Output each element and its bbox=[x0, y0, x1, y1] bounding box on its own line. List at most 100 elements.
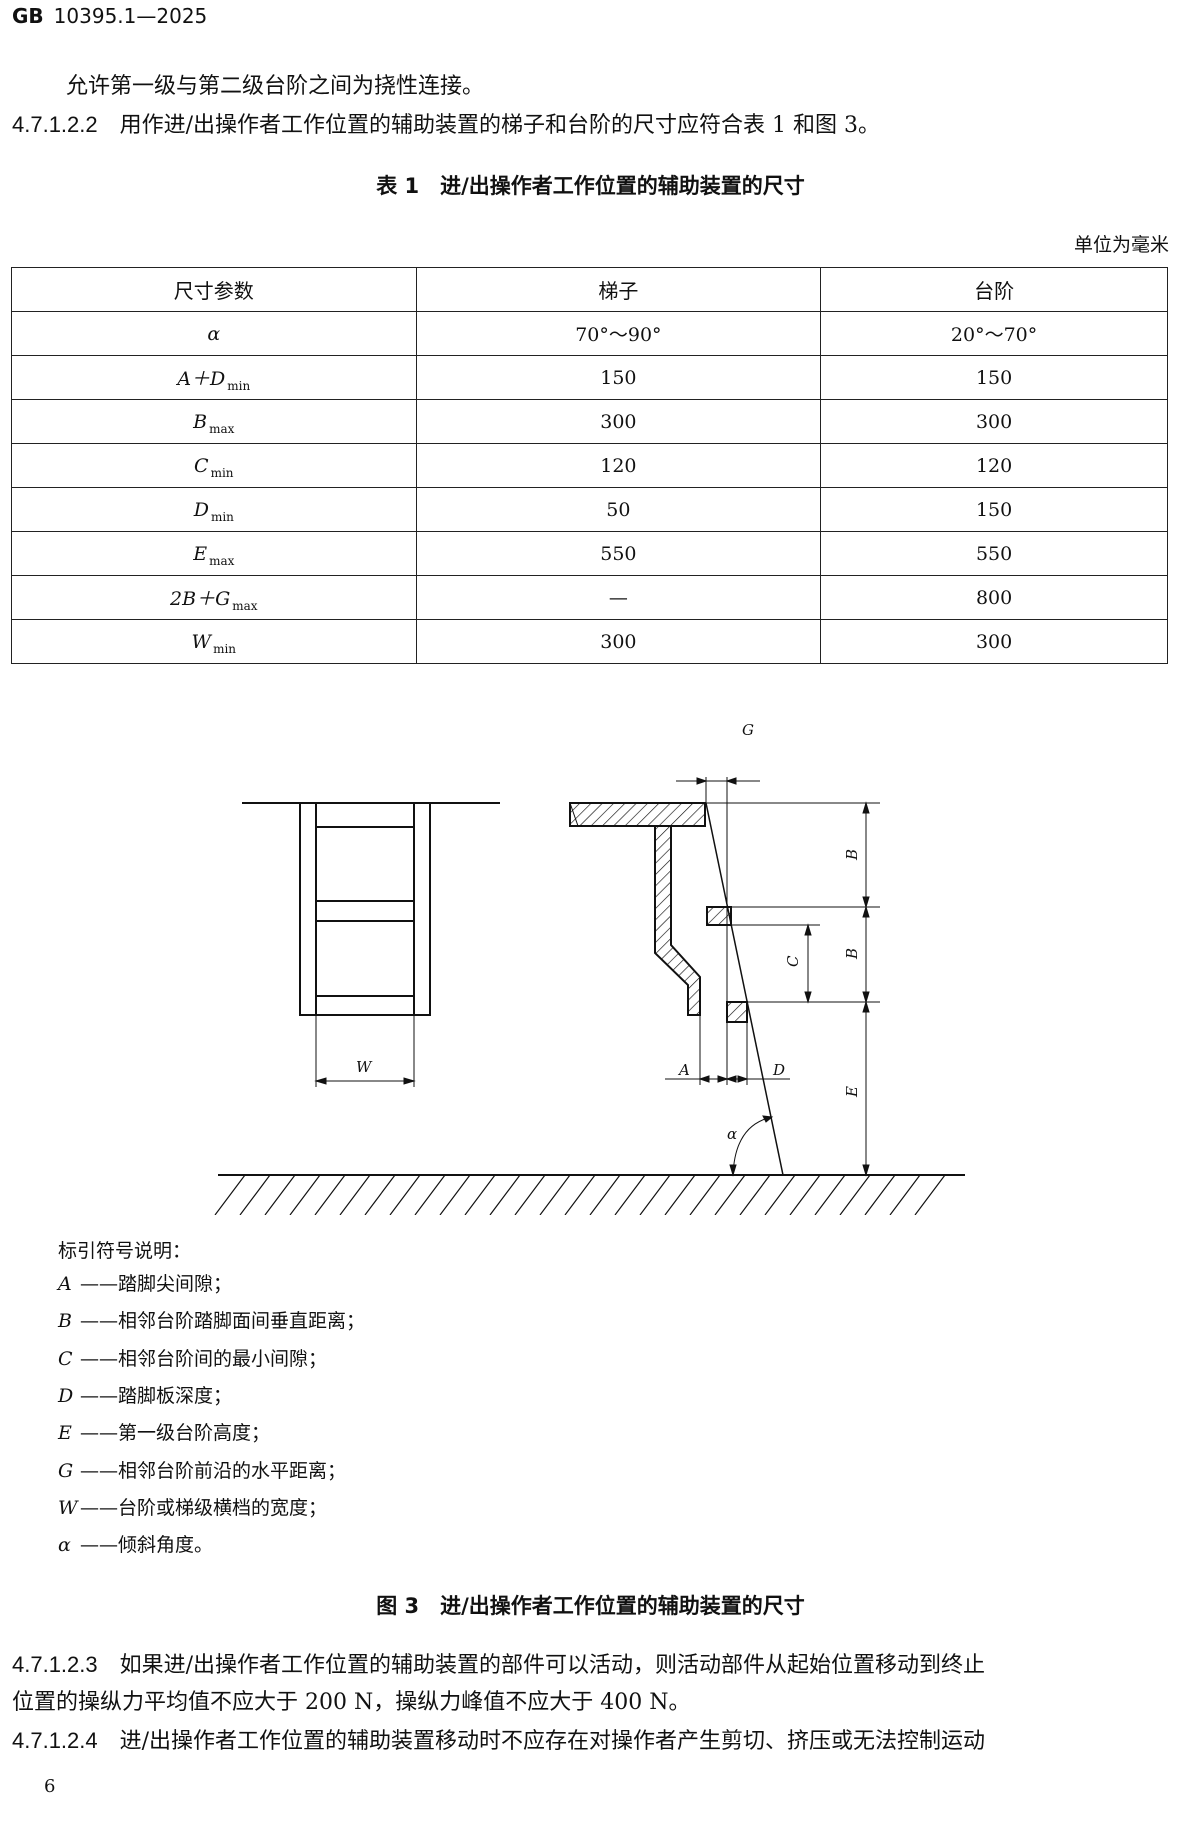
header-param: 尺寸参数 bbox=[11, 267, 417, 312]
dimension-a-d bbox=[665, 1015, 790, 1085]
param-symbol: 2B＋G bbox=[170, 588, 231, 610]
legend-key: E bbox=[58, 1422, 72, 1445]
ground-hatch-line bbox=[764, 1174, 796, 1215]
clause-number: 4.7.1.2.4 bbox=[12, 1728, 98, 1753]
cell-ladder: 70°～90° bbox=[415, 311, 822, 356]
clause-text: 用作进/出操作者工作位置的辅助装置的梯子和台阶的尺寸应符合表 1 和图 3。 bbox=[119, 113, 881, 138]
cell-ladder: 120 bbox=[415, 443, 822, 488]
cell-step: 550 bbox=[820, 531, 1168, 576]
header-step: 台阶 bbox=[820, 267, 1168, 312]
standard-header: GB 10395.1—2025 bbox=[12, 4, 207, 28]
param-symbol: E bbox=[193, 542, 208, 565]
figure-3-drawing: G B B C E A D α W bbox=[214, 721, 965, 1215]
ground-hatch-line bbox=[239, 1174, 271, 1215]
ground-hatch-line bbox=[839, 1174, 871, 1215]
ground-hatch-line bbox=[739, 1174, 771, 1215]
param-symbol: C bbox=[194, 454, 209, 477]
dimension-c bbox=[731, 923, 820, 1004]
dimension-w bbox=[314, 1015, 416, 1087]
table-caption: 表 1 进/出操作者工作位置的辅助装置的尺寸 bbox=[376, 174, 805, 198]
table-header-row: 尺寸参数 梯子 台阶 bbox=[11, 267, 1168, 312]
label-d: D bbox=[772, 1061, 785, 1079]
clause-number: 4.7.1.2.3 bbox=[12, 1652, 98, 1677]
legend-item: G ——相邻台阶前沿的水平距离； bbox=[58, 1459, 346, 1483]
ground-hatch-line bbox=[439, 1174, 471, 1215]
ground-hatch-line bbox=[614, 1174, 646, 1215]
standard-prefix: GB bbox=[12, 4, 44, 28]
ground-hatch-line bbox=[214, 1174, 246, 1215]
param-subscript: max bbox=[209, 421, 235, 436]
legend-item: α——倾斜角度。 bbox=[58, 1533, 213, 1557]
cell-step: 150 bbox=[820, 355, 1168, 400]
table-unit: 单位为毫米 bbox=[1073, 234, 1169, 256]
param-subscript: min bbox=[227, 379, 251, 393]
ground-hatch-line bbox=[814, 1174, 846, 1215]
legend-key: G bbox=[58, 1459, 74, 1482]
ground-hatch-line bbox=[664, 1174, 696, 1215]
legend-text: ——相邻台阶前沿的水平距离； bbox=[80, 1459, 347, 1482]
legend-text: ——第一级台阶高度； bbox=[80, 1422, 271, 1445]
cell-ladder: — bbox=[415, 575, 822, 620]
angle-alpha bbox=[729, 1115, 774, 1177]
ground-hatch-line bbox=[339, 1174, 371, 1215]
label-b-lower: B bbox=[843, 948, 861, 960]
ground-hatch-line bbox=[289, 1174, 321, 1215]
label-e: E bbox=[843, 1086, 861, 1098]
ground-hatch-line bbox=[564, 1174, 596, 1215]
label-alpha: α bbox=[727, 1125, 737, 1143]
paragraph-flexible-connection: 允许第一级与第二级台阶之间为挠性连接。 bbox=[66, 74, 485, 99]
legend-key: C bbox=[58, 1347, 73, 1370]
legend-key: W bbox=[58, 1496, 78, 1519]
ground-hatch-line bbox=[714, 1174, 746, 1215]
header-ladder: 梯子 bbox=[415, 267, 822, 312]
standard-code: 10395.1—2025 bbox=[53, 4, 208, 28]
legend-item: D——踏脚板深度； bbox=[58, 1384, 232, 1408]
dimension-g bbox=[676, 777, 760, 1002]
ground-hatch-line bbox=[514, 1174, 546, 1215]
legend-text: ——倾斜角度。 bbox=[80, 1534, 214, 1557]
ground-hatch-line bbox=[264, 1174, 296, 1215]
clause-number: 4.7.1.2.2 bbox=[12, 112, 98, 137]
ground-hatch-line bbox=[589, 1174, 621, 1215]
legend-key: A bbox=[58, 1273, 72, 1295]
label-w: W bbox=[356, 1058, 373, 1076]
cell-param: α bbox=[11, 311, 417, 356]
clause-text-line1: 如果进/出操作者工作位置的辅助装置的部件可以活动，则活动部件从起始位置移动到终止 bbox=[119, 1653, 986, 1678]
ground-hatch-line bbox=[489, 1174, 521, 1215]
clause-4-7-1-2-3-line2: 位置的操纵力平均值不应大于 200 N，操纵力峰值不应大于 400 N。 bbox=[12, 1690, 691, 1715]
clause-text: 进/出操作者工作位置的辅助装置移动时不应存在对操作者产生剪切、挤压或无法控制运动 bbox=[119, 1729, 986, 1754]
ground-hatch-line bbox=[639, 1174, 671, 1215]
label-a: A bbox=[677, 1061, 690, 1079]
label-b-upper: B bbox=[843, 849, 861, 861]
ground-hatch-line bbox=[689, 1174, 721, 1215]
steps-side-view bbox=[569, 802, 784, 1176]
ground-hatch-line bbox=[464, 1174, 496, 1215]
cell-ladder: 150 bbox=[415, 355, 822, 400]
legend-key: B bbox=[58, 1310, 72, 1333]
ground-hatch-line bbox=[864, 1174, 896, 1215]
legend-item: A——踏脚尖间隙； bbox=[58, 1272, 232, 1296]
legend-text: ——台阶或梯级横档的宽度； bbox=[80, 1496, 328, 1519]
param-symbol: W bbox=[191, 630, 212, 653]
cell-step: 800 bbox=[820, 575, 1168, 620]
clause-4-7-1-2-4: 4.7.1.2.4 进/出操作者工作位置的辅助装置移动时不应存在对操作者产生剪切、… bbox=[12, 1724, 985, 1759]
param-subscript: max bbox=[209, 553, 235, 568]
cell-step: 120 bbox=[820, 443, 1168, 488]
ladder-front-view bbox=[242, 802, 500, 1016]
legend-item: E ——第一级台阶高度； bbox=[58, 1421, 270, 1445]
cell-ladder: 550 bbox=[415, 531, 822, 576]
ground-hatch-line bbox=[914, 1174, 946, 1215]
legend-item: C——相邻台阶间的最小间隙； bbox=[58, 1347, 327, 1371]
